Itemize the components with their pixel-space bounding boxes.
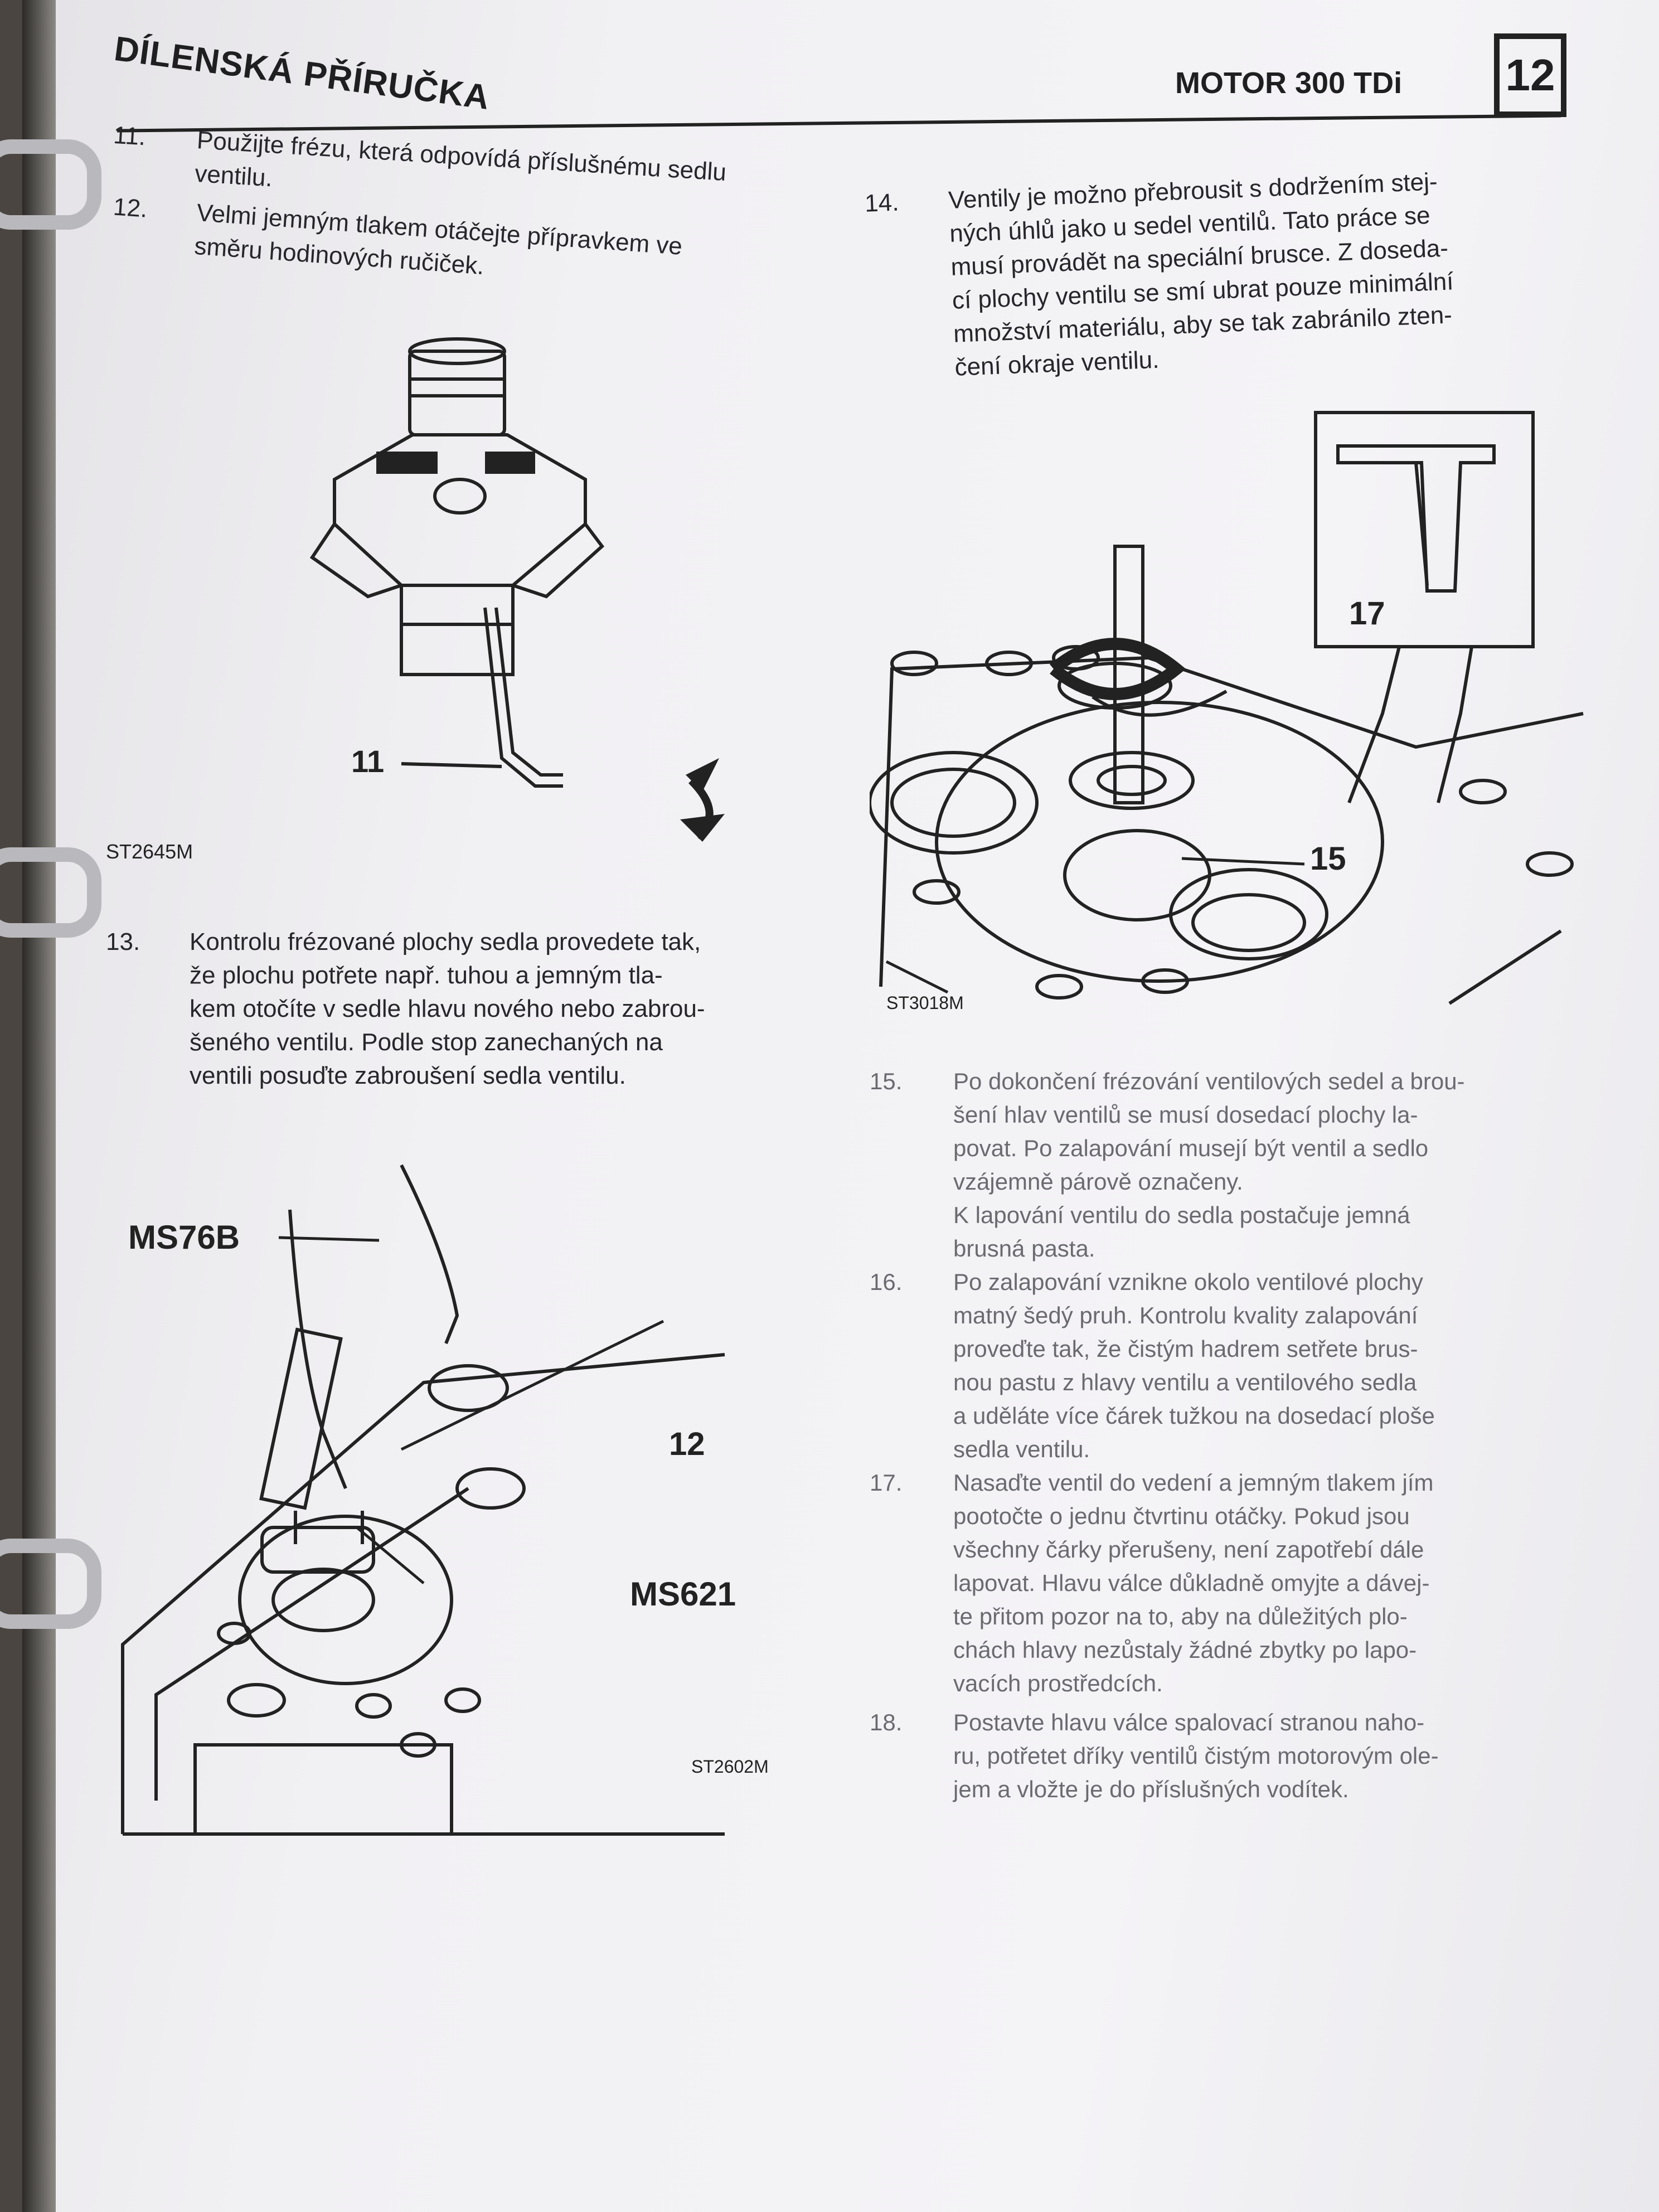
step-line: proveďte tak, že čistým hadrem setřete b… xyxy=(953,1336,1418,1362)
step-line: Nasaďte ventil do vedení a jemným tlakem… xyxy=(953,1469,1434,1496)
header-right-title: MOTOR 300 TDi xyxy=(1175,66,1403,100)
step-line: vacích prostředcích. xyxy=(953,1670,1163,1696)
step-line: nou pastu z hlavy ventilu a ventilového … xyxy=(953,1369,1417,1395)
step-line: vzájemně párově označeny. xyxy=(953,1168,1243,1195)
step-line: a uděláte více čárek tužkou na dosedací … xyxy=(953,1403,1435,1429)
step-line: že plochu potřete např. tuhou a jemným t… xyxy=(190,962,663,989)
step-number: 13. xyxy=(106,928,140,955)
step-line: Po dokončení frézování ventilových sedel… xyxy=(953,1068,1465,1094)
step-line: ventili posuďte zabroušení sedla ventilu… xyxy=(190,1062,626,1089)
step-number: 11. xyxy=(112,121,147,151)
binder-ring-middle xyxy=(0,847,101,938)
step-number: 16. xyxy=(870,1269,903,1295)
callout-11: 11 xyxy=(351,744,384,779)
callout-17: 17 xyxy=(1349,595,1385,632)
figure-code-st2645m: ST2645M xyxy=(106,840,193,863)
step-16: 16. Po zalapování vznikne okolo ventilov… xyxy=(870,1265,1435,1466)
step-line: Postavte hlavu válce spalovací stranou n… xyxy=(953,1709,1425,1735)
step-line: matný šedý pruh. Kontrolu kvality zalapo… xyxy=(953,1302,1418,1328)
step-line: povat. Po zalapování musejí být ventil a… xyxy=(953,1135,1429,1161)
step-number: 18. xyxy=(870,1709,903,1735)
step-line: chách hlavy nezůstaly žádné zbytky po la… xyxy=(953,1637,1417,1663)
step-line: Po zalapování vznikne okolo ventilové pl… xyxy=(953,1269,1423,1295)
step-17: 17. Nasaďte ventil do vedení a jemným tl… xyxy=(870,1466,1434,1700)
callout-12: 12 xyxy=(669,1426,705,1462)
step-line: ru, potřetet dříky ventilů čistým motoro… xyxy=(953,1743,1439,1769)
page-number: 12 xyxy=(1494,33,1566,117)
step-15: 15. Po dokončení frézování ventilových s… xyxy=(870,1065,1465,1265)
figure-cutter-tool: 11 ST2645M xyxy=(106,337,725,863)
step-number: 14. xyxy=(864,188,900,217)
step-18: 18. Postavte hlavu válce spalovací stran… xyxy=(870,1706,1439,1806)
step-13: 13. Kontrolu frézované plochy sedla prov… xyxy=(106,925,705,1093)
step-line: K lapování ventilu do sedla postačuje je… xyxy=(953,1202,1410,1228)
callout-ms621: MS621 xyxy=(630,1575,736,1613)
step-line: te přitom pozor na to, aby na důležitých… xyxy=(953,1603,1408,1629)
step-line: brusná pasta. xyxy=(953,1235,1095,1262)
step-line: šení hlav ventilů se musí dosedací ploch… xyxy=(953,1102,1418,1128)
binder-ring-bottom xyxy=(0,1539,101,1629)
binder-ring-top xyxy=(0,139,101,230)
manual-page xyxy=(22,0,1659,2212)
callout-ms76b: MS76B xyxy=(128,1219,240,1256)
step-line: sedla ventilu. xyxy=(953,1436,1090,1462)
step-number: 17. xyxy=(870,1469,903,1496)
step-number: 12. xyxy=(112,193,149,223)
binder-shadow xyxy=(22,0,56,2212)
figure-code-st2602m: ST2602M xyxy=(691,1757,769,1777)
step-14: 14. Ventily je možno přebrousit s dodrže… xyxy=(864,164,1457,384)
step-line: kem otočíte v sedle hlavu nového nebo za… xyxy=(190,995,705,1022)
step-line: všechny čárky přerušeny, není zapotřebí … xyxy=(953,1536,1424,1563)
figure-cylinder-head: MS76B 12 MS621 ST2602M xyxy=(121,1164,769,1836)
step-line: lapovat. Hlavu válce důkladně omyjte a d… xyxy=(953,1570,1430,1596)
step-line: Kontrolu frézované plochy sedla provedet… xyxy=(190,928,701,955)
figure-code-st3018m: ST3018M xyxy=(886,993,964,1013)
callout-15: 15 xyxy=(1310,841,1346,877)
figure-valve-grinding: 17 15 ST3018M xyxy=(870,411,1584,1013)
step-line: pootočte o jednu čtvrtinu otáčky. Pokud … xyxy=(953,1503,1410,1529)
step-number: 15. xyxy=(870,1068,903,1094)
step-line: šeného ventilu. Podle stop zanechaných n… xyxy=(190,1029,663,1056)
step-line: jem a vložte je do příslušných vodítek. xyxy=(953,1776,1349,1802)
